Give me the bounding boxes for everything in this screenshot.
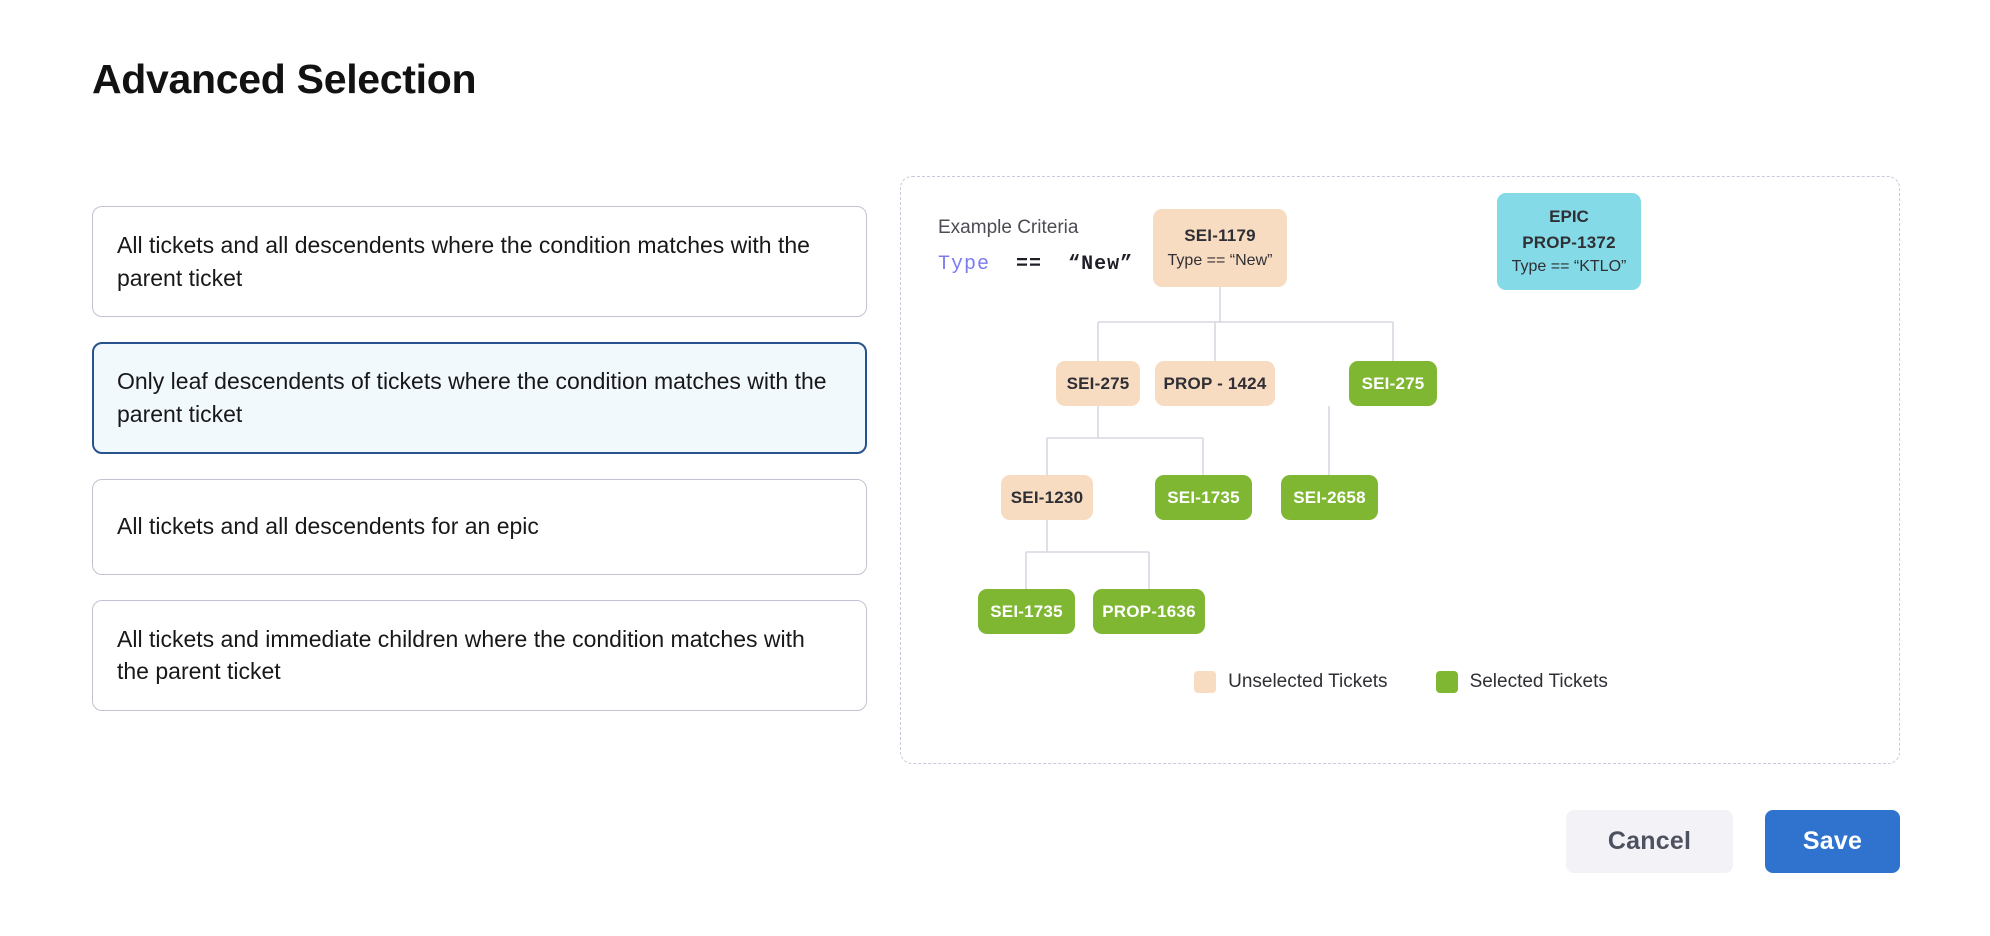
ticket-node-sei-2658[interactable]: SEI-2658 [1281, 475, 1378, 520]
ticket-key: SEI-275 [1361, 373, 1425, 393]
option-card-epic-descendents[interactable]: All tickets and all descendents for an e… [92, 478, 867, 575]
page-title: Advanced Selection [92, 56, 477, 102]
option-label: All tickets and all descendents for an e… [117, 513, 539, 540]
ticket-node-sei-275-a[interactable]: SEI-275 [1056, 361, 1140, 406]
legend-item-selected: Selected Tickets [1435, 671, 1608, 693]
ticket-condition: Type == “New” [1167, 251, 1273, 269]
option-card-all-descendents[interactable]: All tickets and all descendents where th… [92, 206, 867, 318]
criteria-field: Type [938, 253, 991, 276]
legend-swatch-selected-icon [1435, 671, 1458, 693]
criteria-operator: == [1016, 253, 1043, 276]
ticket-node-sei-1179[interactable]: SEI-1179 Type == “New” [1153, 209, 1287, 287]
cancel-button[interactable]: Cancel [1566, 810, 1733, 873]
selection-options-list: All tickets and all descendents where th… [92, 206, 867, 736]
ticket-key: PROP - 1424 [1163, 373, 1267, 393]
ticket-node-sei-1735-b[interactable]: SEI-1735 [978, 589, 1075, 634]
save-button[interactable]: Save [1765, 810, 1900, 873]
diagram-legend: Unselected Tickets Selected Tickets [901, 671, 1901, 693]
ticket-key: SEI-1179 [1184, 226, 1256, 246]
ticket-node-prop-1424[interactable]: PROP - 1424 [1155, 361, 1275, 406]
ticket-node-sei-275-b[interactable]: SEI-275 [1349, 361, 1437, 406]
epic-label: EPIC [1549, 207, 1589, 226]
ticket-key: PROP-1636 [1102, 601, 1196, 621]
ticket-key: SEI-1230 [1010, 487, 1084, 507]
criteria-value: “New” [1068, 253, 1134, 276]
criteria-label: Example Criteria [938, 217, 1079, 238]
ticket-key: SEI-1735 [990, 601, 1063, 621]
dialog-footer: Cancel Save [1566, 810, 1900, 873]
option-label: All tickets and all descendents where th… [117, 232, 810, 291]
ticket-node-sei-1230[interactable]: SEI-1230 [1001, 475, 1093, 520]
criteria-expression: Type == “New” [938, 253, 1133, 276]
legend-item-unselected: Unselected Tickets [1194, 671, 1388, 693]
option-card-immediate-children[interactable]: All tickets and immediate children where… [92, 599, 867, 711]
ticket-key: SEI-1735 [1167, 487, 1240, 507]
legend-label: Unselected Tickets [1228, 671, 1388, 692]
option-label: All tickets and immediate children where… [117, 625, 805, 685]
ticket-key: SEI-275 [1066, 373, 1130, 393]
ticket-node-prop-1636[interactable]: PROP-1636 [1093, 589, 1205, 634]
option-card-leaf-descendents[interactable]: Only leaf descendents of tickets where t… [92, 342, 867, 454]
ticket-node-sei-1735-a[interactable]: SEI-1735 [1155, 475, 1252, 520]
example-diagram-panel: Example Criteria Type == “New” [900, 176, 1900, 764]
ticket-node-epic-prop-1372[interactable]: EPIC PROP-1372 Type == “KTLO” [1497, 193, 1641, 290]
ticket-key: SEI-2658 [1293, 487, 1366, 507]
option-label: Only leaf descendents of tickets where t… [117, 368, 827, 427]
ticket-key: PROP-1372 [1522, 232, 1616, 252]
ticket-condition: Type == “KTLO” [1511, 258, 1627, 275]
legend-swatch-unselected-icon [1194, 671, 1217, 693]
legend-label: Selected Tickets [1469, 671, 1608, 692]
